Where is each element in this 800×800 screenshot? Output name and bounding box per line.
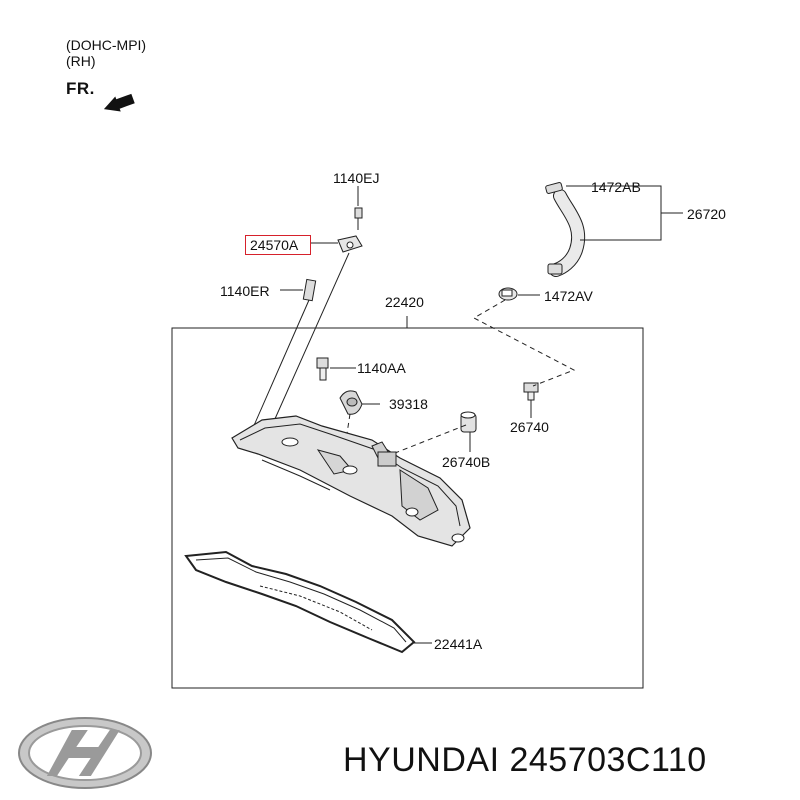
part-label-1140aa: 1140AA: [357, 360, 406, 376]
valve-cover-22420-icon: [231, 415, 471, 547]
cap-39318-icon: [339, 390, 363, 415]
part-label-26740b: 26740B: [442, 454, 491, 470]
bolt-1140ej-icon: [354, 207, 363, 230]
dashed-link: [472, 299, 576, 387]
part-label-24570a: 24570A: [250, 237, 299, 253]
highlighted-part-24570a[interactable]: 24570A: [245, 235, 311, 255]
part-label-26720: 26720: [687, 206, 726, 222]
hose-26720-icon: [545, 182, 586, 277]
clip-1472av-icon: [498, 287, 518, 301]
front-marker-label: FR.: [66, 79, 95, 98]
front-arrow-icon: [103, 93, 135, 112]
bolt-1140aa-icon: [316, 357, 329, 381]
bolt-1140er-icon: [302, 278, 317, 302]
bracket-24570a-icon: [337, 235, 363, 253]
part-label-39318: 39318: [389, 396, 428, 412]
part-label-22420: 22420: [385, 294, 424, 310]
part-label-1472ab: 1472AB: [591, 179, 641, 195]
part-label-22441a: 22441A: [434, 636, 483, 652]
valve-26740-icon: [523, 382, 539, 401]
part-label-26740: 26740: [510, 419, 549, 435]
side-note: (RH): [66, 53, 96, 69]
hyundai-logo-icon: [18, 717, 152, 789]
part-label-1472av: 1472AV: [544, 288, 593, 304]
engine-note: (DOHC-MPI): [66, 37, 147, 53]
part-label-1140er: 1140ER: [220, 283, 270, 299]
brand-caption: HYUNDAI 245703C110: [343, 741, 707, 779]
part-label-1140ej: 1140EJ: [333, 170, 380, 186]
grommet-26740b-icon: [460, 411, 477, 433]
gasket-22441a-icon: [184, 550, 416, 654]
